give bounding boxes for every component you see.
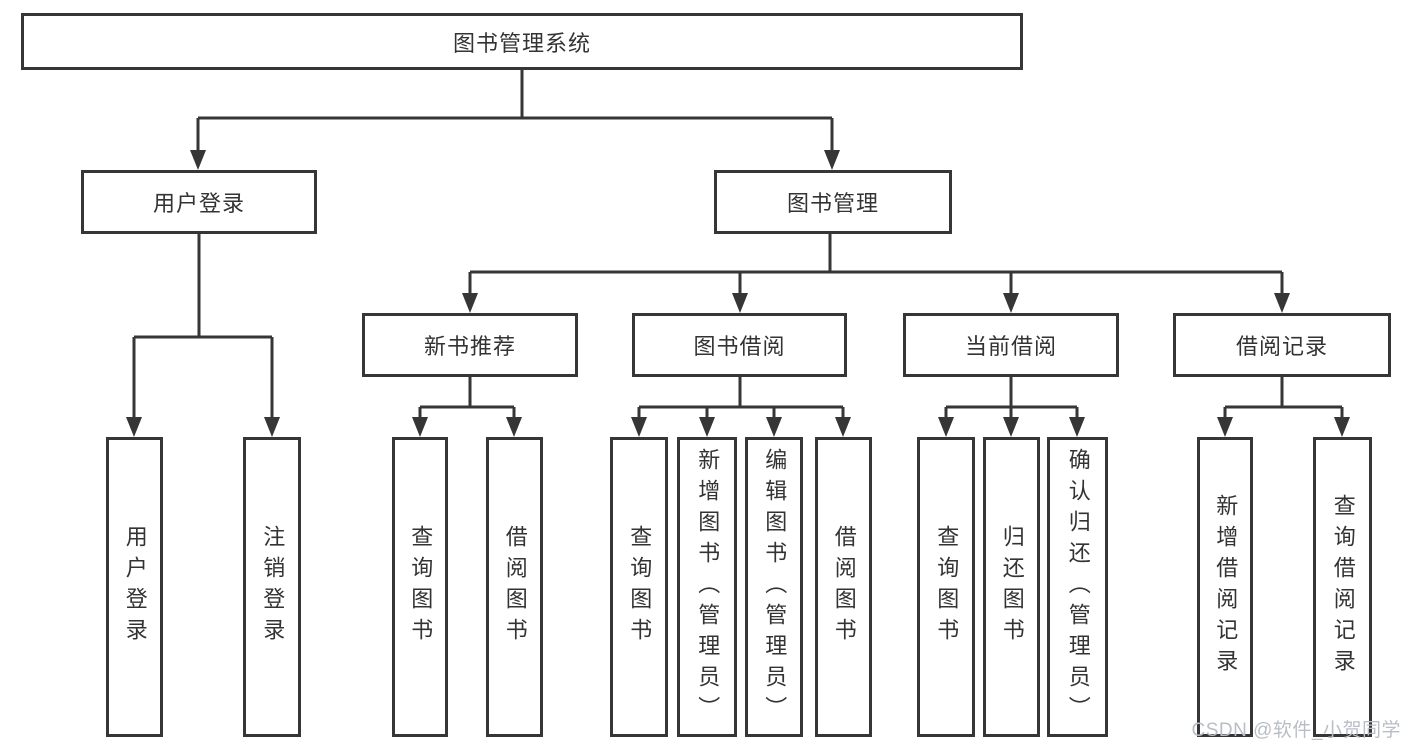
leaf-newbook-borrow: 借阅图书 xyxy=(486,437,543,737)
node-label: 新书推荐 xyxy=(423,334,516,359)
leaf-label: 确认归还（管理员） xyxy=(1065,447,1091,727)
leaf-label: 借阅图书 xyxy=(502,525,528,649)
node-label: 当前借阅 xyxy=(964,334,1057,359)
leaf-newbook-query: 查询图书 xyxy=(392,437,448,737)
leaf-label: 新增图书（管理员） xyxy=(695,447,721,727)
leaf-records-add: 新增借阅记录 xyxy=(1197,437,1253,737)
leaf-records-query: 查询借阅记录 xyxy=(1313,437,1372,737)
node-label: 借阅记录 xyxy=(1235,334,1328,359)
leaf-borrow-edit-admin: 编辑图书（管理员） xyxy=(745,437,803,737)
leaf-borrow-borrow: 借阅图书 xyxy=(815,437,872,737)
leaf-label: 查询图书 xyxy=(408,525,434,649)
leaf-label: 编辑图书（管理员） xyxy=(762,447,788,727)
leaf-label: 查询图书 xyxy=(627,525,653,649)
leaf-borrow-query: 查询图书 xyxy=(610,437,668,737)
node-new-book-recommend: 新书推荐 xyxy=(362,313,578,377)
node-root-label: 图书管理系统 xyxy=(452,30,591,56)
leaf-borrow-add-admin: 新增图书（管理员） xyxy=(677,437,737,737)
leaf-user-login: 用户登录 xyxy=(106,437,163,737)
leaf-current-confirm-admin: 确认归还（管理员） xyxy=(1047,437,1108,737)
leaf-current-return: 归还图书 xyxy=(983,437,1040,737)
node-book-borrow: 图书借阅 xyxy=(632,313,847,377)
node-user-login: 用户登录 xyxy=(81,170,317,234)
node-book-mgmt: 图书管理 xyxy=(714,170,952,234)
leaf-label: 借阅图书 xyxy=(831,525,857,649)
node-label: 用户登录 xyxy=(152,191,245,216)
leaf-label: 注销登录 xyxy=(260,525,286,649)
leaf-label: 新增借阅记录 xyxy=(1213,494,1239,680)
node-current-borrow: 当前借阅 xyxy=(903,313,1119,377)
node-label: 图书管理 xyxy=(786,191,879,216)
csdn-watermark: CSDN @软件_小贺同学 xyxy=(1191,720,1401,741)
node-borrow-records: 借阅记录 xyxy=(1173,313,1391,377)
leaf-label: 用户登录 xyxy=(122,525,148,649)
leaf-logout: 注销登录 xyxy=(243,437,301,737)
node-root: 图书管理系统 xyxy=(21,13,1023,70)
leaf-label: 查询借阅记录 xyxy=(1330,494,1356,680)
node-label: 图书借阅 xyxy=(693,334,786,359)
leaf-current-query: 查询图书 xyxy=(917,437,975,737)
leaf-label: 查询图书 xyxy=(934,525,960,649)
leaf-label: 归还图书 xyxy=(999,525,1025,649)
